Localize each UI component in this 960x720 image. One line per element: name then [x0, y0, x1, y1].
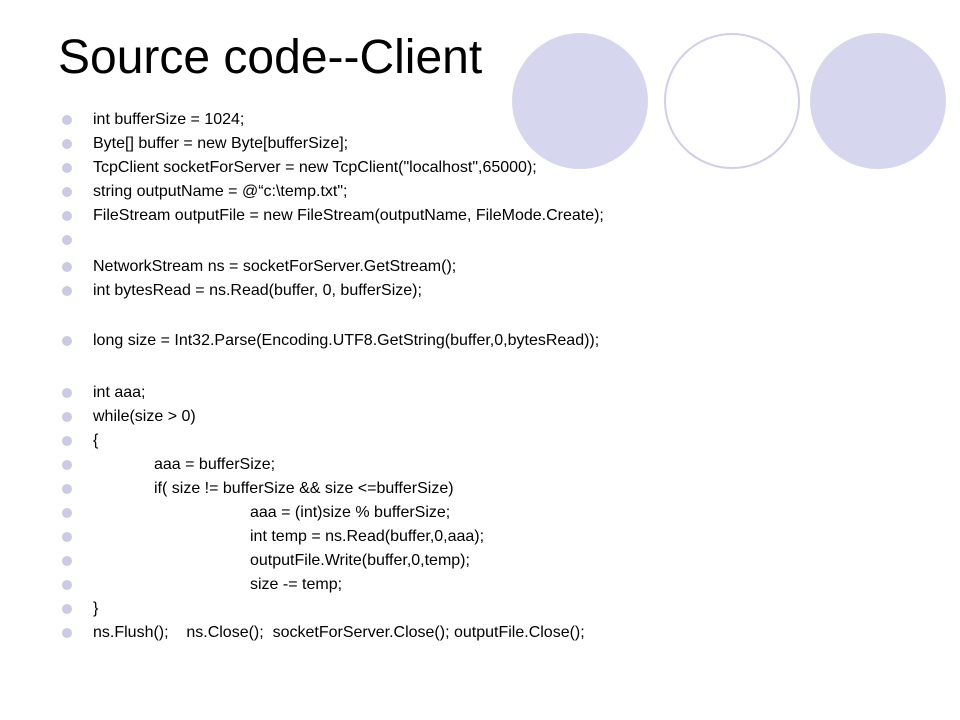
code-text: string outputName = @“c:\temp.txt";	[93, 183, 348, 200]
decorative-circle-outline	[664, 33, 800, 169]
bullet-icon	[62, 412, 72, 422]
bullet-icon	[62, 484, 72, 494]
bullet-icon	[62, 286, 72, 296]
bullet-icon	[62, 262, 72, 272]
bullet-icon	[62, 388, 72, 398]
code-text: if( size != bufferSize && size <=bufferS…	[154, 480, 454, 497]
code-text: outputFile.Write(buffer,0,temp);	[250, 552, 470, 569]
code-text: while(size > 0)	[93, 408, 196, 425]
bullet-icon	[62, 508, 72, 518]
code-text: Byte[] buffer = new Byte[bufferSize];	[93, 135, 349, 152]
code-text: }	[93, 600, 99, 617]
bullet-icon	[62, 235, 72, 245]
bullet-icon	[62, 604, 72, 614]
bullet-icon	[62, 532, 72, 542]
code-text: int temp = ns.Read(buffer,0,aaa);	[250, 528, 485, 545]
code-text: int bufferSize = 1024;	[93, 111, 245, 128]
bullet-icon	[62, 556, 72, 566]
code-text: FileStream outputFile = new FileStream(o…	[93, 207, 604, 224]
bullet-icon	[62, 139, 72, 149]
bullet-icon	[62, 628, 72, 638]
code-text: aaa = bufferSize;	[154, 456, 276, 473]
code-text: int aaa;	[93, 384, 146, 401]
bullet-icon	[62, 211, 72, 221]
code-text: long size = Int32.Parse(Encoding.UTF8.Ge…	[93, 332, 600, 349]
bullet-icon	[62, 436, 72, 446]
bullet-icon	[62, 336, 72, 346]
code-text: NetworkStream ns = socketForServer.GetSt…	[93, 258, 457, 275]
decorative-circle-filled	[810, 33, 946, 169]
code-text: ns.Flush(); ns.Close(); socketForServer.…	[93, 624, 585, 641]
code-text: aaa = (int)size % bufferSize;	[250, 504, 451, 521]
slide-title: Source code--Client	[58, 31, 483, 84]
decorative-circle-filled	[512, 33, 648, 169]
code-text: size -= temp;	[250, 576, 343, 593]
bullet-icon	[62, 115, 72, 125]
code-text: {	[93, 432, 99, 449]
code-text: int bytesRead = ns.Read(buffer, 0, buffe…	[93, 282, 422, 299]
bullet-icon	[62, 163, 72, 173]
bullet-icon	[62, 187, 72, 197]
code-text: TcpClient socketForServer = new TcpClien…	[93, 159, 537, 176]
bullet-icon	[62, 580, 72, 590]
bullet-icon	[62, 460, 72, 470]
